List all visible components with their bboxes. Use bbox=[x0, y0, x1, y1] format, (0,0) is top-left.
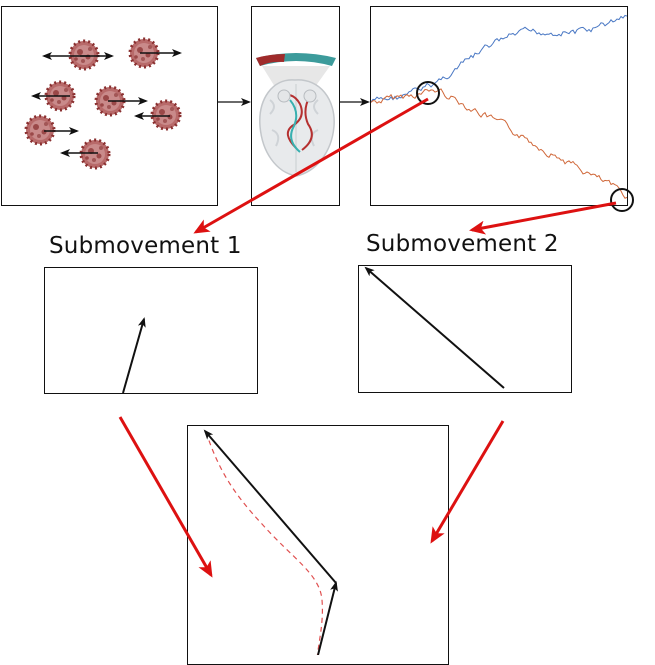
decision-marker-2 bbox=[610, 188, 634, 212]
virus-icon bbox=[79, 138, 111, 170]
signal-traces bbox=[371, 14, 627, 199]
submovement-1-panel bbox=[44, 267, 258, 394]
link-arrow-submovement-2 bbox=[469, 201, 617, 235]
observed-trajectory bbox=[205, 431, 324, 655]
decision-marker-1 bbox=[416, 81, 440, 105]
merge-arrow-right bbox=[430, 420, 505, 544]
virus-icon bbox=[24, 114, 56, 146]
link-arrow-submovement-1 bbox=[193, 97, 429, 234]
virus-icon bbox=[150, 99, 182, 131]
submovement-2-panel bbox=[358, 265, 572, 393]
submovement-2-title: Submovement 2 bbox=[366, 231, 559, 257]
accumulator-trace-blue bbox=[371, 14, 627, 103]
virus-icon bbox=[68, 39, 100, 71]
combined-vector-1 bbox=[317, 581, 338, 655]
combined-trajectory-panel bbox=[187, 425, 449, 665]
submovement-1-title: Submovement 1 bbox=[49, 233, 242, 259]
accumulator-trace-orange bbox=[371, 88, 627, 199]
submovement-1-vector bbox=[122, 317, 146, 394]
combined-vector-2 bbox=[203, 429, 337, 584]
brain-icon bbox=[256, 53, 336, 177]
merge-arrow-left bbox=[118, 416, 213, 578]
virus-cloud bbox=[24, 37, 182, 170]
submovement-2-vector bbox=[364, 266, 505, 389]
